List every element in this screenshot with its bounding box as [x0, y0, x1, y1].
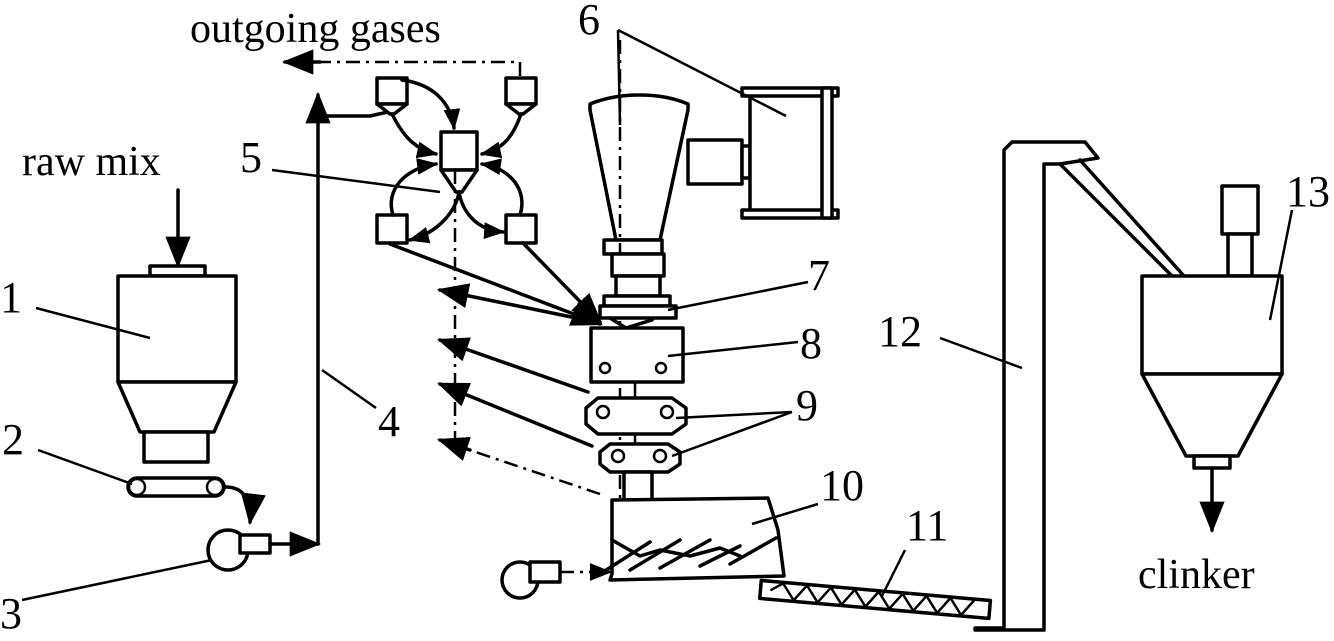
label-12: 12	[878, 307, 922, 356]
return-flow-arrows	[388, 241, 603, 496]
raw-mix-label: raw mix	[22, 139, 161, 185]
feeder-head	[598, 252, 678, 330]
cooler-blower	[500, 560, 562, 600]
octagonal-stages	[584, 382, 688, 502]
label-8: 8	[800, 319, 822, 368]
label-10: 10	[820, 461, 864, 510]
raw-mix-hopper	[116, 264, 238, 464]
label-11: 11	[906, 501, 948, 550]
outgoing-gases-label: outgoing gases	[190, 6, 441, 52]
clinker-label: clinker	[1138, 552, 1255, 598]
bucket-elevator	[973, 140, 1186, 632]
label-3: 3	[0, 589, 22, 638]
belt-feeder	[126, 476, 226, 498]
clinker-silo	[1140, 184, 1284, 470]
riser-to-cyclone-pipe	[316, 110, 390, 118]
leader-lines	[21, 28, 1294, 602]
cyclone-with-filter	[588, 86, 840, 256]
label-9: 9	[796, 381, 818, 430]
label-7: 7	[808, 251, 830, 300]
feed-to-blower-arrow	[224, 485, 266, 526]
label-4: 4	[378, 397, 400, 446]
label-2: 2	[2, 415, 24, 464]
blower	[206, 528, 272, 572]
label-5: 5	[240, 133, 262, 182]
label-13: 13	[1286, 167, 1330, 216]
clinker-cooler	[598, 496, 786, 582]
label-6: 6	[578, 0, 600, 44]
label-1: 1	[0, 273, 22, 322]
screw-conveyor	[757, 578, 993, 621]
outgoing-gases-line	[285, 60, 522, 76]
reaction-unit	[589, 326, 685, 384]
cyclone-preheater	[375, 76, 538, 245]
